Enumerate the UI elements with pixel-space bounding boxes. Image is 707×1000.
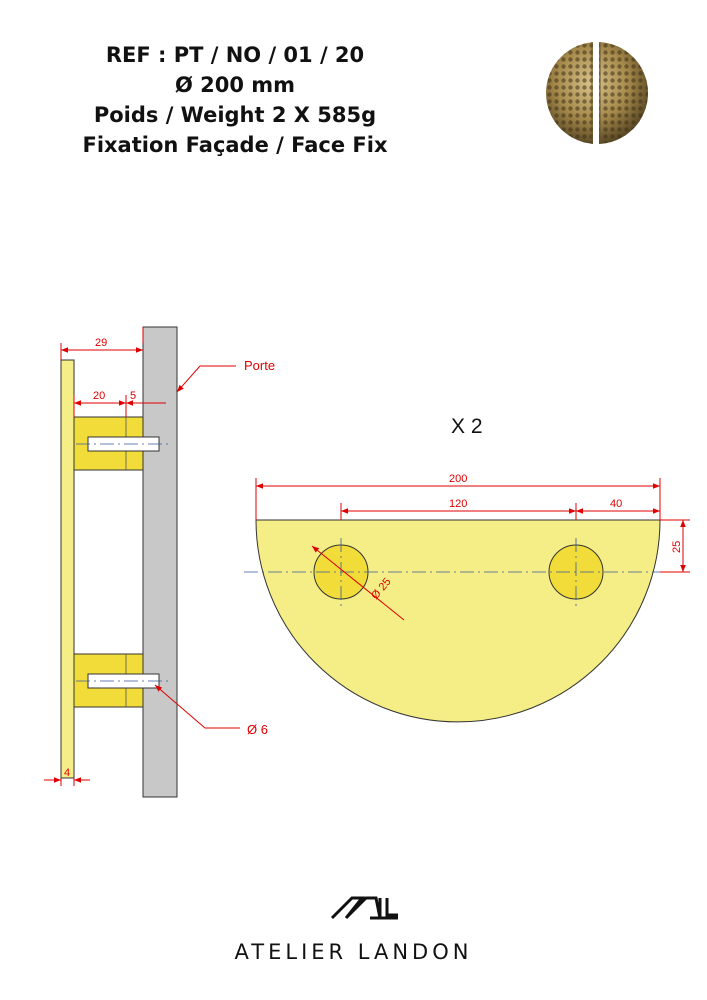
handle-plate — [60, 359, 75, 779]
dim-29: 29 — [95, 337, 107, 349]
product-photo — [546, 40, 648, 146]
label-screw-diameter: Ø 6 — [247, 722, 268, 737]
door-panel — [142, 326, 178, 798]
label-porte: Porte — [244, 358, 275, 373]
dim-25: 25 — [671, 541, 683, 553]
dim-120: 120 — [449, 498, 467, 510]
product-weight: Poids / Weight 2 X 585g — [93, 103, 377, 127]
brand-name: ATELIER LANDON — [234, 940, 473, 964]
product-diameter: Ø 200 mm — [174, 73, 296, 97]
dim-200: 200 — [449, 473, 467, 485]
front-view: X 2 200 120 40 25 Ø 25 — [244, 415, 690, 723]
dim-40: 40 — [610, 498, 622, 510]
dim-20: 20 — [93, 390, 105, 402]
dim-5: 5 — [130, 390, 136, 402]
side-view: 29 20 5 4 Porte Ø 6 — [44, 326, 275, 798]
product-header: REF : PT / NO / 01 / 20 Ø 200 mm Poids /… — [55, 40, 415, 160]
product-reference: REF : PT / NO / 01 / 20 — [105, 43, 365, 67]
product-fixation: Fixation Façade / Face Fix — [82, 133, 388, 157]
dim-4: 4 — [64, 767, 70, 779]
quantity-label: X 2 — [451, 415, 483, 438]
brand-logo — [330, 896, 398, 920]
